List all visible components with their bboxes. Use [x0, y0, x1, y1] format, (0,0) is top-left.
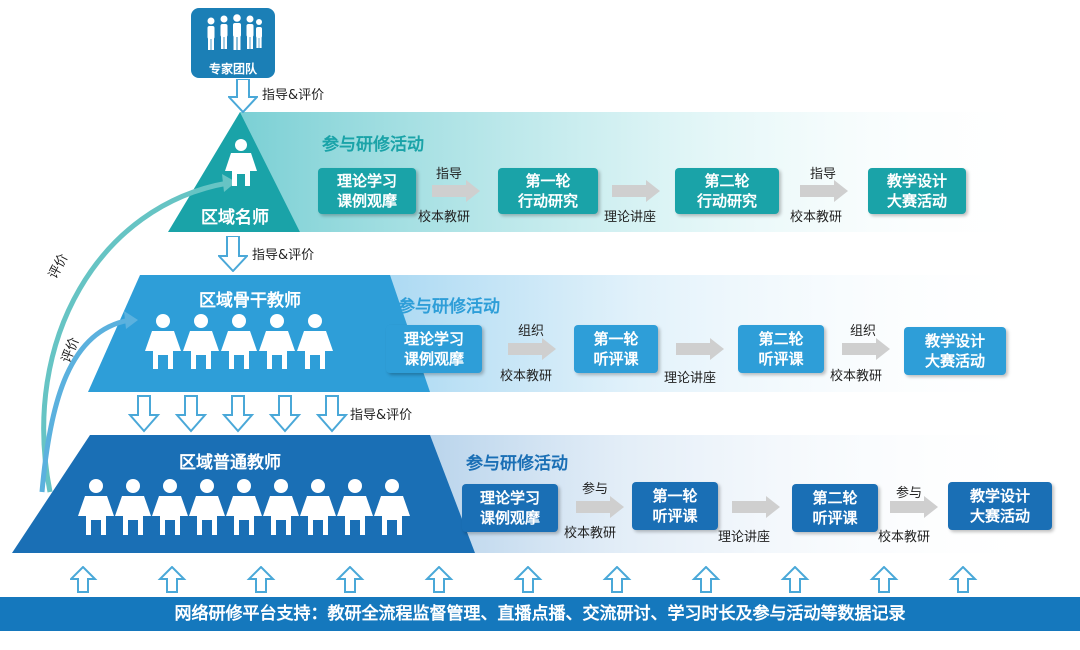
gray-arrow-icon — [612, 180, 660, 202]
tier-ordinary-link-3-top: 参与 — [896, 486, 923, 501]
tier-ordinary-link-2-bottom: 理论讲座 — [718, 530, 771, 545]
guidance-label-3: 指导&评价 — [350, 408, 413, 423]
tier-ordinary-title: 区域普通教师 — [179, 453, 281, 473]
gray-arrow-icon — [508, 338, 556, 360]
tier-backbone-step-3: 第二轮听评课 — [738, 325, 824, 373]
gray-arrow-icon — [890, 496, 938, 518]
down-arrow-icon — [218, 236, 248, 272]
tier-ordinary-step-4: 教学设计大赛活动 — [948, 482, 1052, 530]
tier-ordinary-link-3-bottom: 校本教研 — [878, 530, 931, 545]
guidance-label-2: 指导&评价 — [252, 248, 315, 263]
tier-famous-step-3: 第二轮行动研究 — [675, 168, 779, 214]
tier-backbone-link-3-bottom: 校本教研 — [830, 369, 883, 384]
tier-backbone-title: 区域骨干教师 — [199, 291, 301, 311]
gray-arrow-icon — [432, 180, 480, 202]
tier-ordinary-activity-title: 参与研修活动 — [466, 454, 568, 474]
tier-backbone-link-3-top: 组织 — [850, 324, 877, 339]
tier-ordinary-step-3: 第二轮听评课 — [792, 484, 878, 532]
tier-famous-step-2: 第一轮行动研究 — [498, 168, 598, 214]
tier-famous-link-1-top: 指导 — [436, 167, 463, 182]
tier-famous-link-3-bottom: 校本教研 — [790, 210, 843, 225]
tier-backbone-link-2-bottom: 理论讲座 — [664, 371, 717, 386]
gray-arrow-icon — [800, 180, 848, 202]
tier-ordinary-link-1-top: 参与 — [582, 482, 609, 497]
tier-backbone-step-2: 第一轮听评课 — [574, 325, 658, 373]
tier-famous-link-3-top: 指导 — [810, 167, 837, 182]
people-row-icon — [145, 314, 333, 369]
tier-ordinary-step-2: 第一轮听评课 — [632, 482, 718, 530]
tier-ordinary-link-1-bottom: 校本教研 — [564, 526, 617, 541]
down-arrow-icon — [228, 79, 258, 113]
gray-arrow-icon — [732, 496, 780, 518]
down-arrows-row — [128, 395, 349, 433]
tier-backbone-step-4: 教学设计大赛活动 — [904, 327, 1006, 375]
up-arrows-row — [70, 566, 978, 593]
expert-team-label: 专家团队 — [208, 62, 257, 76]
platform-support-bar: 网络研修平台支持：教研全流程监督管理、直播点播、交流研讨、学习时长及参与活动等数… — [0, 597, 1080, 631]
tier-backbone-step-1: 理论学习课例观摩 — [386, 325, 482, 373]
tier-famous-step-1: 理论学习课例观摩 — [318, 168, 416, 214]
tier-famous-step-4: 教学设计大赛活动 — [868, 168, 966, 214]
person-icon — [225, 139, 257, 186]
tier-famous-activity-title: 参与研修活动 — [322, 135, 424, 155]
tier-famous-link-1-bottom: 校本教研 — [418, 210, 471, 225]
guidance-label-1: 指导&评价 — [262, 88, 325, 103]
tier-ordinary-step-1: 理论学习课例观摩 — [462, 484, 558, 532]
gray-arrow-icon — [576, 496, 624, 518]
tier-backbone-link-1-top: 组织 — [518, 324, 545, 339]
tier-famous-title: 区域名师 — [201, 208, 269, 228]
gray-arrow-icon — [676, 338, 724, 360]
people-group-icon — [207, 14, 262, 50]
tier-backbone-shape — [88, 275, 430, 392]
expert-team-box: 专家团队 — [191, 8, 275, 78]
tier-backbone-activity-title: 参与研修活动 — [398, 297, 500, 317]
people-row-icon — [78, 479, 410, 535]
tier-famous-link-2-bottom: 理论讲座 — [604, 210, 657, 225]
tier-backbone-link-1-bottom: 校本教研 — [500, 369, 553, 384]
gray-arrow-icon — [842, 338, 890, 360]
